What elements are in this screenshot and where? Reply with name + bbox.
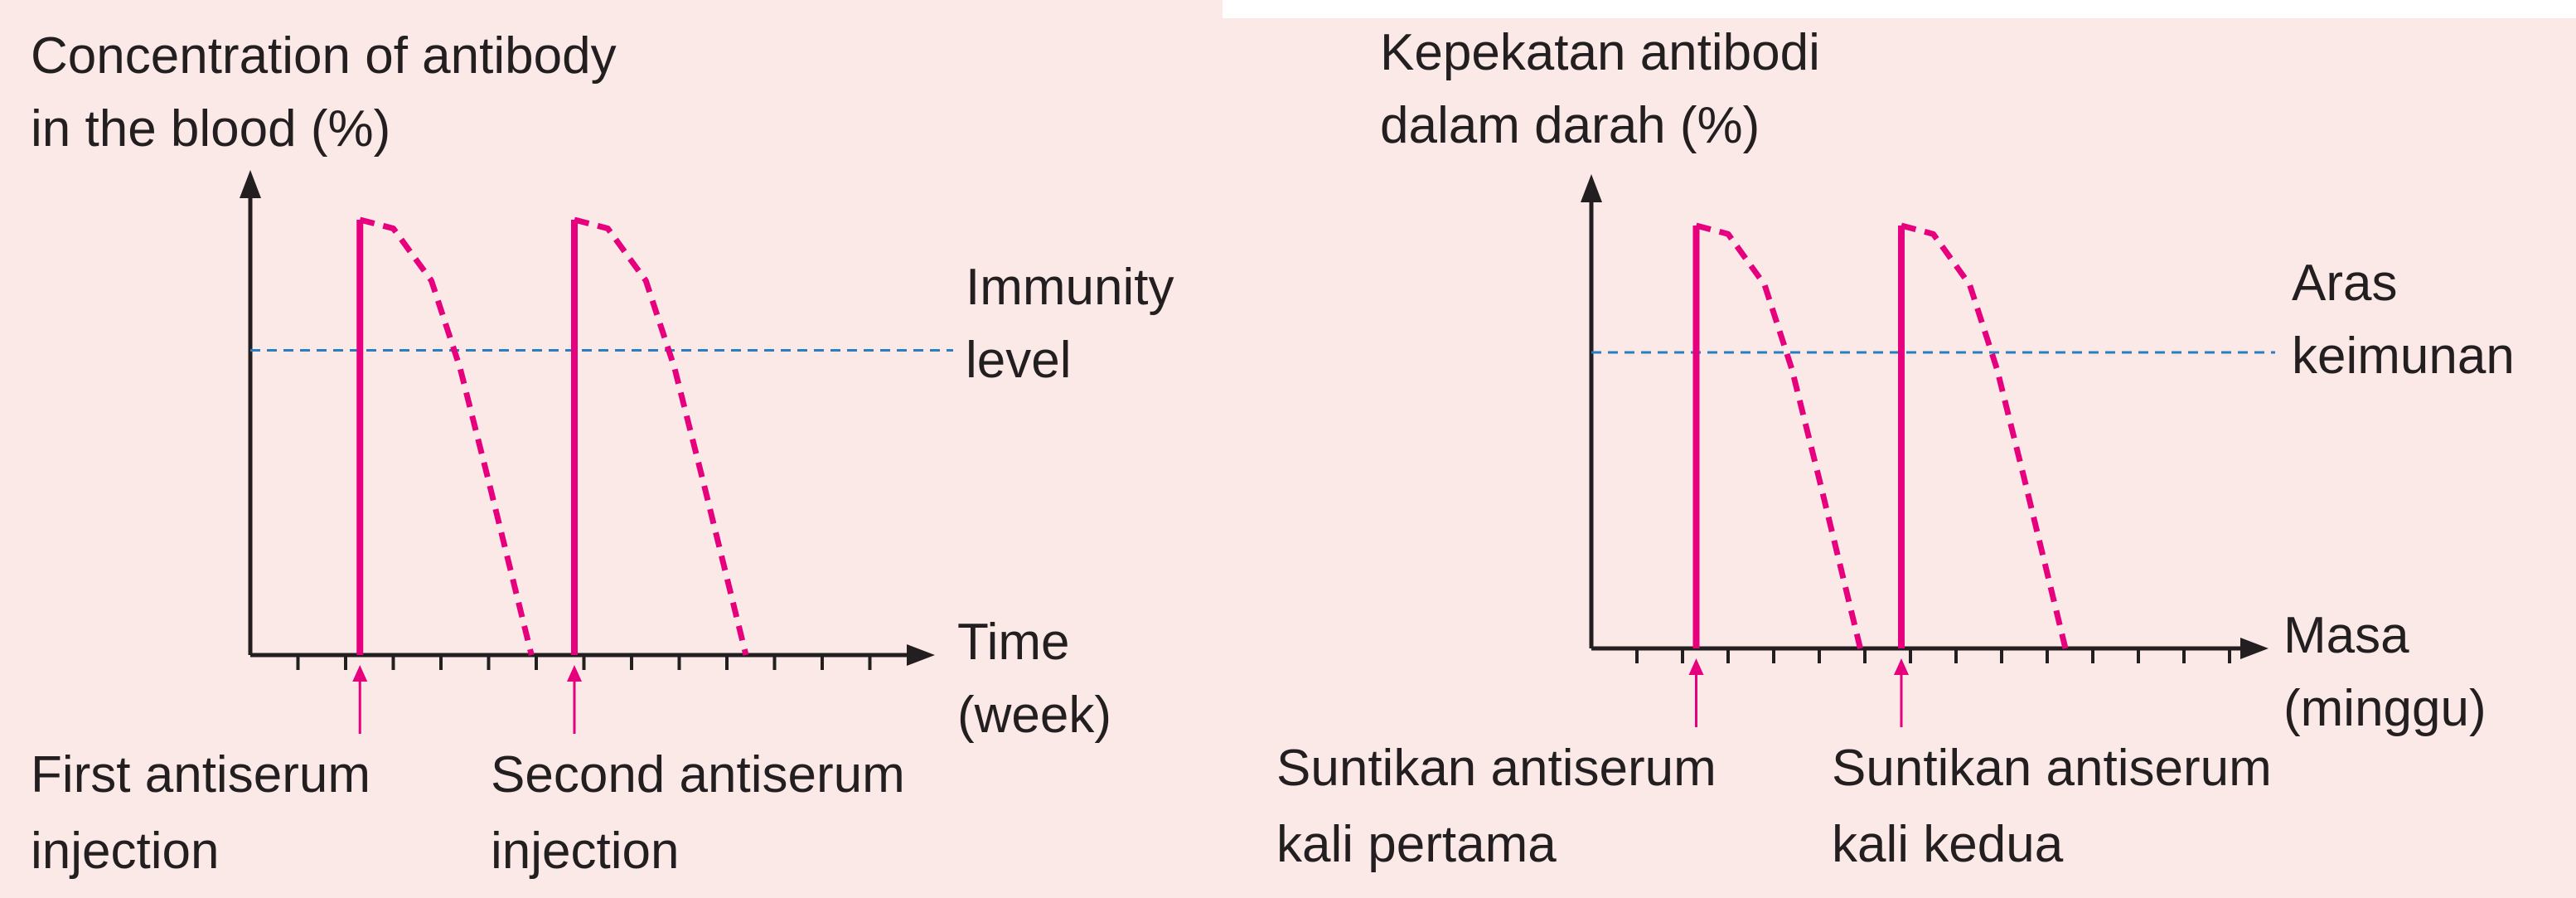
y-axis-arrowhead	[1581, 174, 1602, 202]
injection-label-1-line: kali pertama	[1276, 816, 1557, 873]
injection-label-1-line: Suntikan antiserum	[1276, 740, 1717, 797]
antibody-decay-curve-2	[1901, 222, 2069, 649]
injection-label-2-line: Suntikan antiserum	[1832, 740, 2272, 797]
immunity-level-label-line: Aras	[2292, 255, 2397, 312]
y-axis-label-line: dalam darah (%)	[1380, 97, 1760, 154]
y-axis-label-line: in the blood (%)	[31, 100, 390, 158]
x-axis-arrowhead	[2240, 638, 2269, 659]
x-axis-label: Masa (minggu)	[2283, 607, 2486, 737]
injection-label-1-line: injection	[31, 823, 219, 880]
injection-label-1-line: First antiserum	[31, 746, 370, 803]
y-axis-arrowhead	[240, 170, 261, 198]
injection-label-2-line: Second antiserum	[491, 746, 905, 803]
injection-label-2-line: kali kedua	[1832, 816, 2064, 873]
injection-arrowhead-1	[1688, 658, 1704, 675]
x-axis-label-line: (minggu)	[2283, 680, 2486, 737]
injection-label-1: First antiserum injection	[31, 746, 370, 880]
injection-arrowhead-1	[352, 665, 368, 682]
x-axis-label-line: Time	[957, 614, 1069, 671]
antibody-decay-curve-1	[359, 216, 535, 656]
antibody-decay-curve-1	[1695, 222, 1863, 649]
y-axis-label-line: Concentration of antibody	[31, 27, 617, 85]
immunity-level-label-line: Immunity	[966, 259, 1174, 316]
x-axis-label: Time (week)	[957, 614, 1111, 744]
y-axis-label: Concentration of antibody in the blood (%…	[31, 27, 617, 158]
injection-arrowhead-2	[1894, 658, 1909, 675]
injection-label-2: Suntikan antiserum kali kedua	[1832, 740, 2272, 873]
immunity-level-label: Aras keimunan	[2292, 255, 2515, 385]
injection-label-2-line: injection	[491, 823, 679, 880]
x-axis-arrowhead	[907, 644, 935, 666]
immunity-level-label: Immunity level	[966, 259, 1174, 389]
x-axis-label-line: (week)	[957, 687, 1111, 744]
x-axis-label-line: Masa	[2283, 607, 2409, 664]
injection-label-2: Second antiserum injection	[491, 746, 905, 880]
immunity-level-label-line: level	[966, 332, 1072, 389]
y-axis-label: Kepekatan antibodi dalam darah (%)	[1380, 24, 1820, 154]
immunity-level-label-line: keimunan	[2292, 328, 2515, 385]
antibody-decay-curve-2	[574, 216, 749, 656]
y-axis-label-line: Kepekatan antibodi	[1380, 24, 1820, 81]
injection-label-1: Suntikan antiserum kali pertama	[1276, 740, 1717, 873]
injection-arrowhead-2	[567, 665, 582, 682]
